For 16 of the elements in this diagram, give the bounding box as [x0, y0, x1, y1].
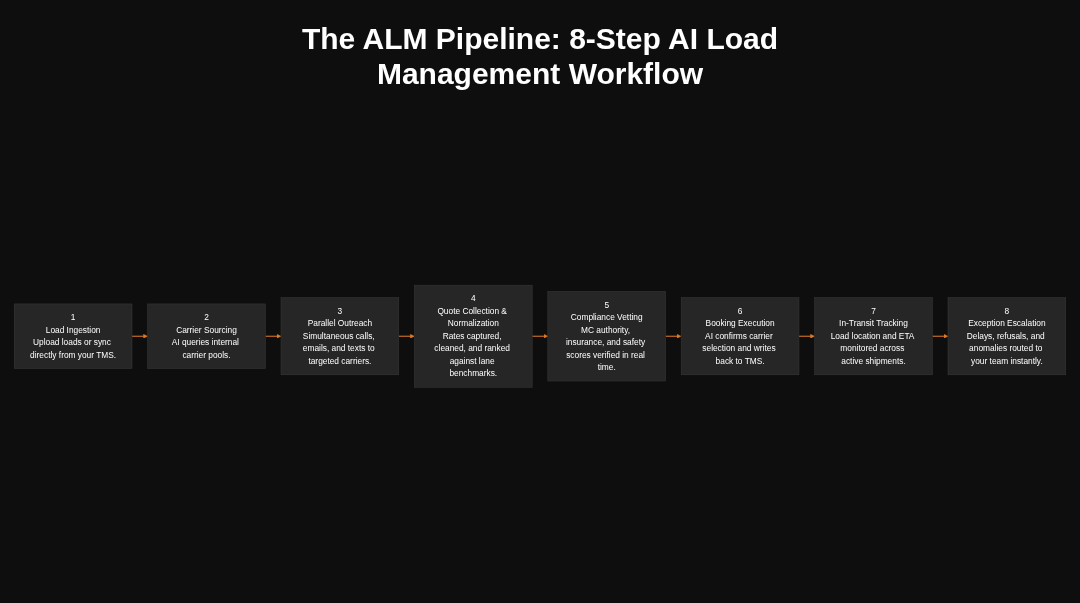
node-box: 8 Exception Escalation Delays, refusals, and anomalies routed to your team instantly. [947, 297, 1067, 375]
arrow [264, 333, 282, 339]
arrow [931, 333, 949, 339]
arrow [665, 333, 682, 339]
arrow [531, 333, 548, 339]
node-box: 2 Carrier Sourcing AI queries internal carrier pools. [147, 303, 266, 369]
node-box: 3 Parallel Outreach Simultaneous calls, emails, and texts to targeted carriers. [280, 297, 400, 375]
node-box: 1 Load Ingestion Upload loads or sync directly from your TMS. [13, 303, 133, 369]
diagram-title: The ALM Pipeline: 8-Step AI Load Management Workflow [300, 22, 780, 91]
node-box: 6 Booking Execution AI confirms carrier selection and writes back to TMS. [680, 297, 800, 375]
node-box: 5 Compliance Vetting MC authority, insurance, and safety scores verified in real time. [547, 290, 666, 382]
node-box: 4 Quote Collection & Normalization Rates captured, cleaned, and ranked against lane benchmarks. [414, 284, 533, 388]
arrow [798, 333, 815, 339]
node-box: 7 In-Transit Tracking Load location and ETA monitored across active shipments. [814, 297, 933, 375]
arrow [398, 333, 415, 339]
arrow [131, 333, 148, 339]
